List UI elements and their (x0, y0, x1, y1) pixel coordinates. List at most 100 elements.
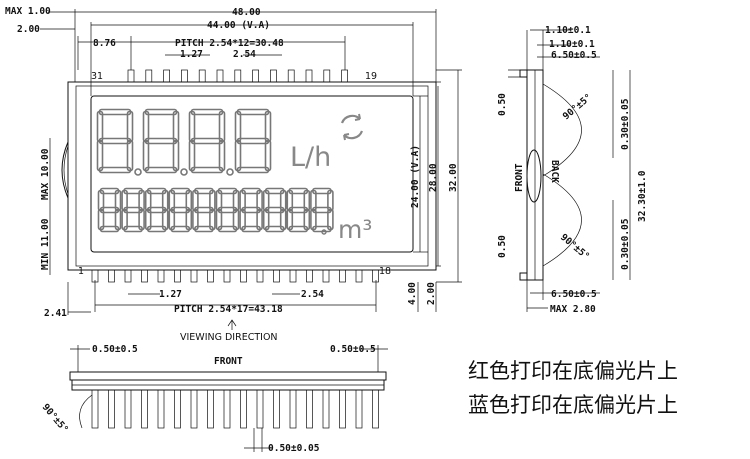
dim-pitch-top: PITCH 2.54*12=30.48 (175, 38, 284, 49)
dim-pitch-bottom: PITCH 2.54*17=43.18 (174, 304, 283, 315)
bottom-pin (141, 269, 148, 283)
side-pin (108, 389, 115, 429)
side-pin (240, 389, 247, 429)
side-pin (124, 389, 132, 429)
left-seal (61, 141, 69, 199)
side-pin (306, 389, 313, 429)
dim-24-va: 24.00 (V.A) (410, 145, 421, 208)
dim-650-top: 6.50±0.5 (551, 50, 597, 61)
dim-650-bottom: 6.50±0.5 (551, 289, 597, 300)
digit-8 (168, 187, 193, 233)
digit-8 (121, 187, 145, 233)
dim-241: 2.41 (44, 308, 67, 319)
dim-max-100: MAX 1.00 (5, 6, 51, 17)
pin-1-label: 1 (78, 266, 84, 277)
dim-127-top: 1.27 (180, 49, 203, 60)
pin-31-label: 31 (91, 71, 103, 82)
dim-254-bottom: 2.54 (301, 289, 324, 300)
unit-m3: m³ (338, 215, 372, 244)
top-pin (181, 69, 188, 83)
dim-min-11: MIN 11.00 (40, 218, 51, 270)
side-pin (141, 389, 148, 429)
digit-8 (96, 108, 134, 174)
bottom-pin (108, 269, 115, 283)
digit-8 (310, 187, 334, 233)
dim-200-right: 2.00 (426, 282, 437, 305)
dim-050-bottom: 0.50 (497, 235, 508, 258)
unit-lh: L/h (290, 142, 331, 173)
top-pin (252, 69, 259, 83)
top-pins (127, 69, 348, 83)
digit-8 (286, 187, 311, 233)
bottom-pin (256, 269, 264, 283)
digit-8 (188, 108, 226, 174)
side-pin (174, 389, 181, 429)
side-pin (322, 389, 330, 429)
side-view: 1.10±0.1 1.10±0.1 6.50±0.5 0.50 0.30±0.0… (497, 25, 648, 315)
bottom-pins (91, 269, 379, 283)
bv-left: 0.50±0.5 (92, 344, 138, 355)
side-pin (289, 389, 297, 429)
note-red: 红色打印在底偏光片上 (468, 359, 678, 383)
dim-876: 8.76 (93, 38, 116, 49)
side-pin (339, 389, 346, 429)
front-view: L/h m³ 31 19 1 18 48.00 44.00 (V.A) 8.76… (5, 6, 462, 343)
top-pin (305, 69, 313, 83)
bv-angle: 90°±5° (40, 402, 70, 435)
bottom-pin (157, 269, 165, 283)
side-pin (372, 389, 379, 429)
top-pin (163, 69, 170, 83)
side-pin (256, 389, 264, 429)
bottom-pin (174, 269, 181, 283)
dim-height: 32.30±1.0 (637, 170, 648, 222)
bottom-view: 0.50±0.5 0.50±0.5 FRONT 90°±5° 0.50±0.05 (40, 344, 388, 454)
bottom-pin (355, 269, 363, 283)
side-pin (91, 389, 99, 429)
side-pin (273, 389, 280, 429)
bottom-pin (273, 269, 280, 283)
bottom-pin (339, 269, 346, 283)
dim-200-left: 2.00 (17, 24, 40, 35)
dim-127-bottom: 1.27 (159, 289, 182, 300)
digit-8 (192, 187, 216, 233)
angle-bottom: 90°±5° (558, 232, 591, 262)
bottom-pin (322, 269, 330, 283)
dim-44-va: 44.00 (V.A) (207, 20, 270, 31)
dim-32: 32.00 (448, 163, 459, 192)
side-back: BACK (549, 160, 560, 183)
viewing-area (90, 95, 414, 253)
side-pin (157, 389, 165, 429)
bottom-pin (124, 269, 132, 283)
viewing-direction: VIEWING DIRECTION (180, 332, 278, 343)
side-pin (190, 389, 198, 429)
lcd-frame (75, 85, 429, 267)
digits-large-row (96, 108, 272, 176)
bottom-pin (207, 269, 214, 283)
bv-right: 0.50±0.5 (330, 344, 376, 355)
refresh-icon (340, 113, 364, 141)
dim-254-top: 2.54 (233, 49, 256, 60)
dim-max-10: MAX 10.00 (40, 148, 51, 200)
dim-030-bottom: 0.30±0.05 (620, 218, 631, 270)
digit-8 (144, 187, 169, 233)
digit-8 (97, 187, 122, 233)
digit-8 (262, 187, 287, 233)
top-pin (341, 69, 348, 83)
bottom-pin (240, 269, 247, 283)
top-pin (127, 69, 135, 83)
glass-outline (67, 81, 437, 271)
side-pin (223, 389, 231, 429)
bottom-pin (306, 269, 313, 283)
digit-8 (234, 108, 272, 174)
dim-030-top: 0.30±0.05 (620, 98, 631, 150)
viewing-arrow-icon (227, 319, 237, 330)
bottom-pin (190, 269, 198, 283)
dim-max-280: MAX 2.80 (550, 304, 596, 315)
top-pin (216, 69, 224, 83)
digits-small-row (97, 187, 334, 235)
dim-110-a: 1.10±0.1 (545, 25, 591, 36)
side-pin (207, 389, 214, 429)
dim-110-b: 1.10±0.1 (549, 39, 595, 50)
top-pin (270, 69, 277, 83)
